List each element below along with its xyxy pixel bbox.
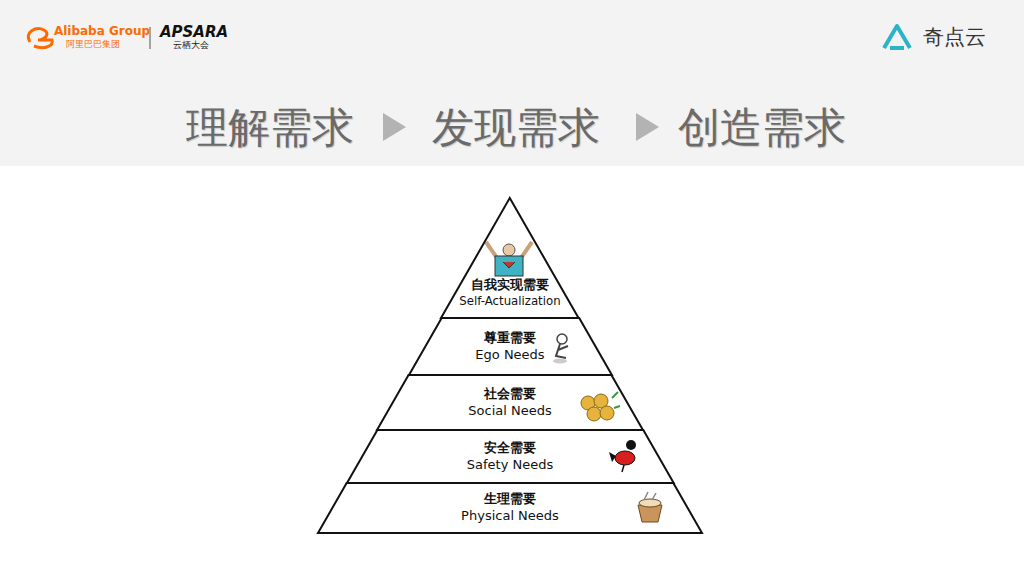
band-polygon (377, 375, 643, 430)
alibaba-logo (28, 29, 52, 48)
pyramid-band: 社会需要Social Needs (377, 375, 643, 430)
band-polygon (318, 483, 702, 533)
logo-text: Alibaba Group (54, 25, 150, 38)
need-name-en: Self-Actualization (459, 294, 560, 309)
band-polygon (441, 198, 579, 318)
band-texts: 自我实现需要Self-Actualization (441, 198, 579, 318)
header-band (0, 0, 1024, 166)
band-texts: 安全需要Safety Needs (347, 430, 674, 483)
logo-text: 云栖大会 (173, 41, 209, 51)
red-bird (609, 440, 636, 472)
title-phrase: 发现需求 (432, 105, 600, 151)
band-texts: 生理需要Physical Needs (318, 483, 702, 533)
kneeling-figure (553, 334, 568, 364)
pyramid-band: 尊重需要Ego Needs (409, 318, 612, 375)
band-polygon (409, 318, 612, 375)
band-texts: 社会需要Social Needs (377, 375, 643, 430)
pyramid-band: 生理需要Physical Needs (318, 483, 702, 533)
band-polygon (347, 430, 674, 483)
pyramid-band: 自我实现需要Self-Actualization (441, 198, 579, 318)
need-name-en: Safety Needs (467, 457, 553, 474)
logo-text: 阿里巴巴集团 (66, 40, 120, 50)
need-name-en: Ego Needs (475, 347, 544, 364)
logo-text: 奇点云 (923, 26, 986, 49)
need-name-en: Physical Needs (461, 508, 559, 525)
logo-text: APSARA (160, 24, 228, 41)
qidianyun-logo (884, 26, 910, 48)
pyramid-band: 安全需要Safety Needs (347, 430, 674, 483)
arrow-triangle (383, 113, 406, 141)
cheering-figure (486, 242, 532, 276)
need-name-zh: 自我实现需要 (471, 277, 549, 294)
title-phrase: 创造需求 (678, 105, 846, 151)
coins-icon (581, 392, 620, 421)
band-texts: 尊重需要Ego Needs (409, 318, 612, 375)
need-name-zh: 安全需要 (484, 440, 536, 457)
title-phrase: 理解需求 (186, 105, 354, 151)
need-name-en: Social Needs (468, 403, 551, 420)
bread-basket (638, 492, 662, 522)
need-name-zh: 社会需要 (484, 386, 536, 403)
need-name-zh: 尊重需要 (484, 330, 536, 347)
arrow-triangle (636, 113, 659, 141)
need-name-zh: 生理需要 (484, 491, 536, 508)
